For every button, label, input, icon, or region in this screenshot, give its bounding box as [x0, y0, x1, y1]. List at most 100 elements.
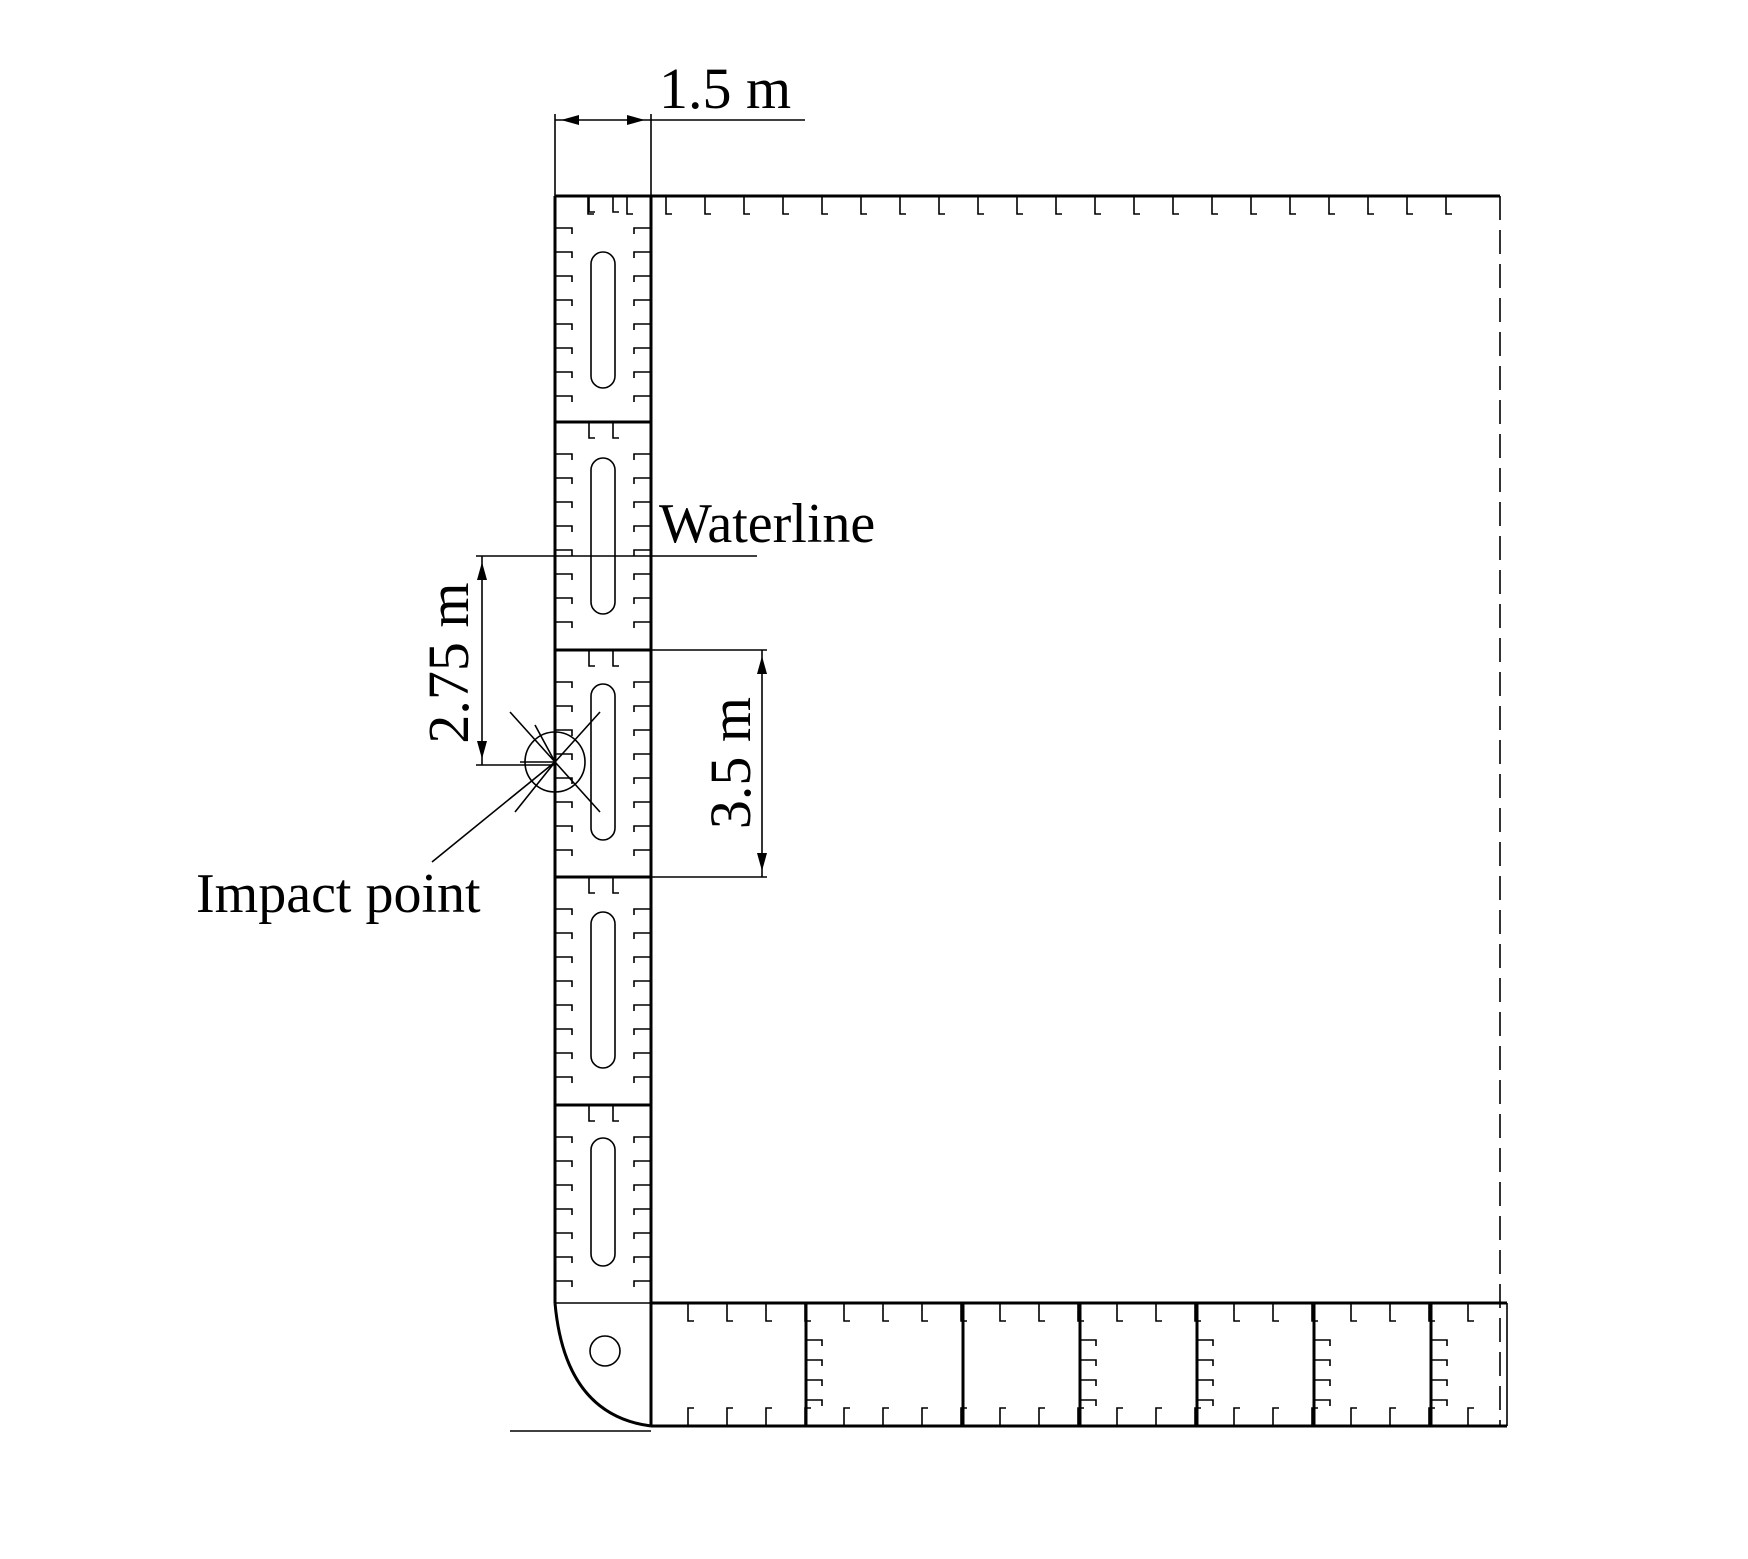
- stiffener: [633, 1136, 651, 1143]
- stiffener: [633, 980, 651, 987]
- stiffener: [938, 196, 945, 215]
- stiffener: [555, 932, 573, 939]
- stiffener: [804, 1303, 811, 1322]
- stiffener: [555, 1076, 573, 1083]
- stiffener: [687, 1303, 694, 1322]
- stiffener: [555, 347, 573, 354]
- stiffener: [555, 453, 573, 460]
- stiffeners: [555, 196, 1474, 1426]
- stiffener: [555, 573, 573, 580]
- arrow-head: [757, 656, 767, 674]
- stiffener: [555, 1028, 573, 1035]
- stiffener: [1016, 196, 1023, 215]
- stiffener: [555, 549, 573, 556]
- side-lightening-holes: [590, 251, 616, 1267]
- stiffener: [612, 1105, 619, 1122]
- stiffener: [1431, 1379, 1448, 1386]
- stiffener: [1172, 196, 1179, 215]
- stiffener: [588, 1105, 595, 1122]
- dimension-impact-height: 2.75 m: [416, 556, 555, 766]
- stiffener: [1197, 1339, 1214, 1346]
- stiffener: [921, 1303, 928, 1322]
- stiffener: [633, 323, 651, 330]
- arrow-head: [627, 115, 645, 125]
- stiffener: [633, 777, 651, 784]
- lightening-hole: [590, 1137, 616, 1267]
- stiffener: [633, 1232, 651, 1239]
- stiffener: [555, 1136, 573, 1143]
- stiffener: [555, 1280, 573, 1287]
- stiffener: [960, 1303, 967, 1322]
- stiffener: [726, 1303, 733, 1322]
- stiffener: [555, 227, 573, 234]
- stiffener: [1233, 1303, 1240, 1322]
- stiffener: [633, 549, 651, 556]
- stiffener: [806, 1359, 823, 1366]
- stiffener: [1038, 1303, 1045, 1322]
- stiffener: [633, 681, 651, 688]
- stiffener: [1080, 1339, 1097, 1346]
- stiffener: [633, 525, 651, 532]
- stiffener: [633, 753, 651, 760]
- stiffener: [555, 825, 573, 832]
- dimension-label-frame-spacing: 3.5 m: [698, 697, 763, 829]
- stiffener: [1194, 1407, 1201, 1426]
- stiffener: [804, 1407, 811, 1426]
- stiffener: [555, 299, 573, 306]
- stiffener: [555, 908, 573, 915]
- stiffener: [587, 196, 594, 215]
- impact-ray: [509, 711, 556, 763]
- stiffener: [1314, 1399, 1331, 1406]
- stiffener: [999, 1407, 1006, 1426]
- bottom-floors: [804, 1303, 1508, 1426]
- stiffener: [726, 1407, 733, 1426]
- stiffener: [806, 1399, 823, 1406]
- stiffener: [555, 395, 573, 402]
- stiffener: [1431, 1339, 1448, 1346]
- stiffener: [843, 1303, 850, 1322]
- stiffener: [1116, 1407, 1123, 1426]
- stiffener: [555, 501, 573, 508]
- stiffener: [633, 1184, 651, 1191]
- stiffener: [633, 597, 651, 604]
- stiffener: [555, 681, 573, 688]
- stiffener: [1250, 196, 1257, 215]
- stiffener: [555, 1184, 573, 1191]
- stiffener: [899, 196, 906, 215]
- stiffener: [555, 597, 573, 604]
- stiffener: [555, 251, 573, 258]
- stiffener: [1314, 1359, 1331, 1366]
- stiffener: [633, 849, 651, 856]
- stiffener: [633, 956, 651, 963]
- stiffener: [1467, 1407, 1474, 1426]
- stiffener: [1350, 1407, 1357, 1426]
- stiffener: [860, 196, 867, 215]
- stiffener: [977, 196, 984, 215]
- stiffener: [821, 196, 828, 215]
- stiffener: [633, 299, 651, 306]
- stiffener: [1116, 1303, 1123, 1322]
- stiffener: [765, 1407, 772, 1426]
- stiffener: [1328, 196, 1335, 215]
- stiffener: [806, 1379, 823, 1386]
- stiffener: [1431, 1399, 1448, 1406]
- stiffener: [633, 1028, 651, 1035]
- stiffener: [1431, 1359, 1448, 1366]
- stiffener: [555, 753, 573, 760]
- arrow-head: [477, 741, 487, 759]
- stiffener: [1272, 1303, 1279, 1322]
- stiffener: [633, 908, 651, 915]
- stiffener: [743, 196, 750, 215]
- stiffener: [882, 1407, 889, 1426]
- stiffener: [687, 1407, 694, 1426]
- stiffener: [555, 705, 573, 712]
- stiffener: [782, 196, 789, 215]
- stiffener: [921, 1407, 928, 1426]
- stiffener: [1428, 1407, 1435, 1426]
- stiffener: [843, 1407, 850, 1426]
- stiffener: [633, 1280, 651, 1287]
- stiffener: [633, 227, 651, 234]
- lightening-hole: [590, 911, 616, 1069]
- stiffener: [1133, 196, 1140, 215]
- stiffener: [765, 1303, 772, 1322]
